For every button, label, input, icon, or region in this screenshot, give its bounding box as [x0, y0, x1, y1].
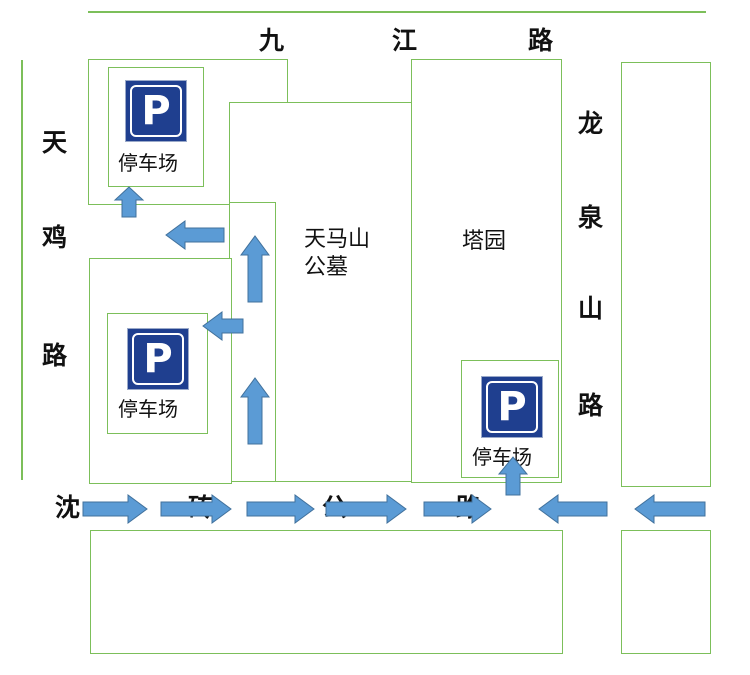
cemetery-label-line1: 天马山 [304, 227, 371, 252]
parking-icon-letter: P [486, 381, 538, 433]
south-block [90, 530, 563, 654]
parking-label-north: 停车场 [118, 151, 178, 175]
arrow-left-icon [165, 220, 225, 250]
arrow-left-icon [202, 311, 244, 341]
arrow-left-icon [538, 494, 608, 524]
cemetery-label-line2: 公墓 [304, 254, 349, 280]
road-label-longquanshan-1: 龙 [578, 109, 604, 138]
road-label-longquanshan-3: 山 [578, 294, 604, 323]
jiujiang-road-edge-line [88, 11, 706, 13]
tianji-road-edge-line [21, 60, 23, 480]
road-label-jiujiang-3: 路 [528, 26, 554, 55]
arrow-up-icon [113, 186, 145, 218]
east-block-south [621, 530, 711, 654]
parking-icon-letter: P [130, 85, 182, 137]
parking-icon-letter: P [132, 333, 184, 385]
parking-icon: P [127, 328, 189, 390]
road-label-tianji-2: 鸡 [42, 223, 68, 252]
parking-label-west: 停车场 [118, 397, 178, 421]
arrow-up-icon [497, 456, 529, 496]
cemetery-label: 天马山 公墓 [304, 226, 370, 281]
road-label-longquanshan-4: 路 [578, 391, 604, 420]
road-label-longquanshan-2: 泉 [578, 203, 604, 232]
arrow-right-icon [423, 494, 492, 524]
road-label-tianji-3: 路 [42, 341, 68, 370]
tayuan-label: 塔园 [462, 229, 507, 254]
arrow-left-icon [634, 494, 706, 524]
parking-icon: P [125, 80, 187, 142]
arrow-right-icon [160, 494, 232, 524]
arrow-right-icon [246, 494, 315, 524]
arrow-up-icon [240, 235, 270, 303]
arrow-right-icon [82, 494, 148, 524]
road-label-tianji-1: 天 [42, 128, 68, 157]
road-label-jiujiang-2: 江 [392, 26, 418, 55]
east-block-north [621, 62, 711, 487]
road-label-shenzhuan-1: 沈 [55, 493, 81, 522]
parking-icon: P [481, 376, 543, 438]
arrow-up-icon [240, 377, 270, 445]
road-label-jiujiang-1: 九 [259, 26, 285, 55]
arrow-right-icon [325, 494, 407, 524]
